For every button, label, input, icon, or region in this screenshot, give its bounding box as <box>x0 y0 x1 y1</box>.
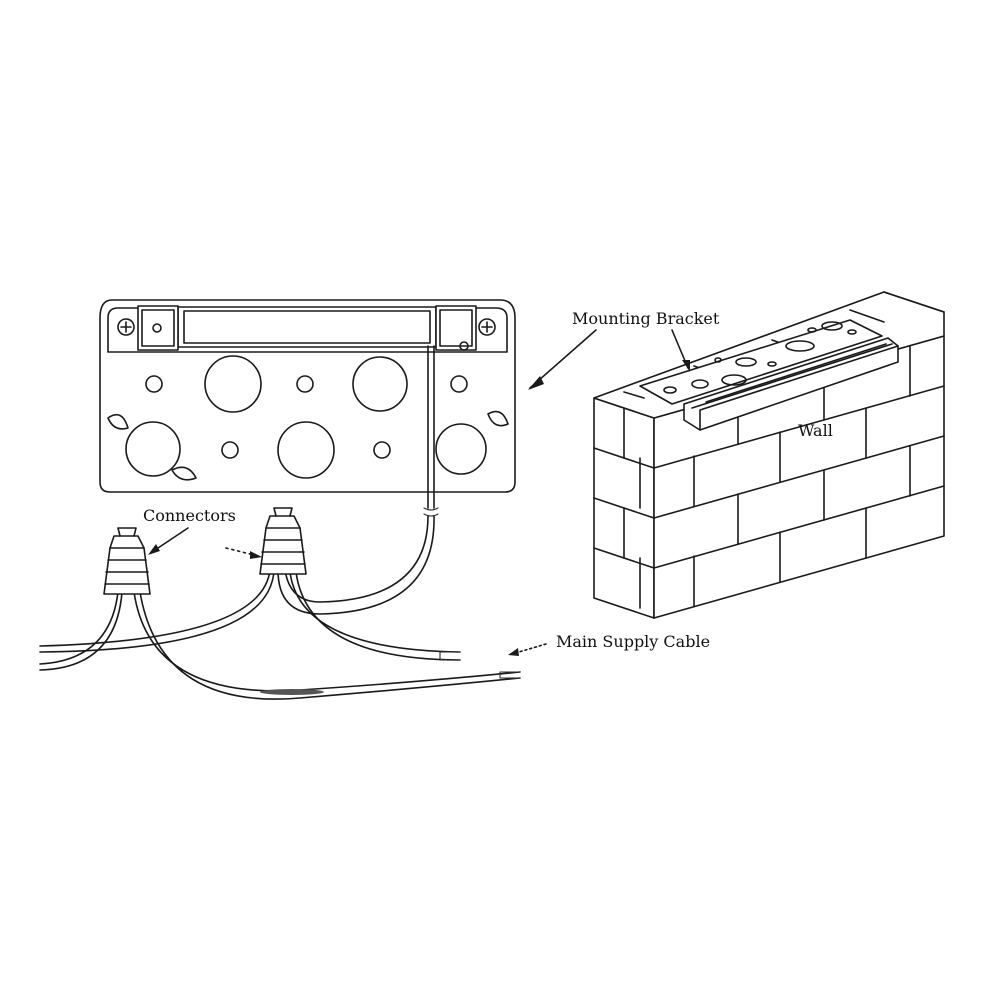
arrow-head-icon <box>508 648 519 656</box>
arrow-head-icon <box>250 551 262 559</box>
mounting-bracket <box>639 319 899 431</box>
light-bar-inner <box>183 310 431 344</box>
fixture-flange <box>107 307 508 353</box>
cable-shadow <box>260 689 324 695</box>
wiring <box>39 515 521 700</box>
light-fixture <box>99 299 516 517</box>
left-end-cap-inner <box>141 309 175 347</box>
label-connectors: Connectors <box>143 506 236 525</box>
label-mounting-bracket: Mounting Bracket <box>572 309 720 328</box>
right-connector <box>259 507 307 575</box>
arrow-head-icon <box>528 376 544 390</box>
light-bar <box>177 306 437 348</box>
right-end-cap <box>435 305 477 351</box>
fixture-cable <box>427 345 435 509</box>
label-main-supply-cable: Main Supply Cable <box>556 632 710 651</box>
fixture-slots <box>107 410 509 481</box>
fixture-holes <box>125 355 487 479</box>
right-end-cap-inner <box>439 309 473 347</box>
fixture-plate <box>99 299 516 493</box>
arrow-head-icon <box>148 544 160 555</box>
screw-right-icon <box>478 318 496 336</box>
label-wall: Wall <box>798 421 833 440</box>
leader-arrows <box>148 329 690 656</box>
left-end-cap <box>137 305 179 351</box>
screw-left-icon <box>117 318 135 336</box>
right-cap-screw <box>459 341 469 351</box>
arrow-head-icon <box>682 360 690 372</box>
left-cap-screw <box>152 323 162 333</box>
left-connector <box>103 527 151 595</box>
